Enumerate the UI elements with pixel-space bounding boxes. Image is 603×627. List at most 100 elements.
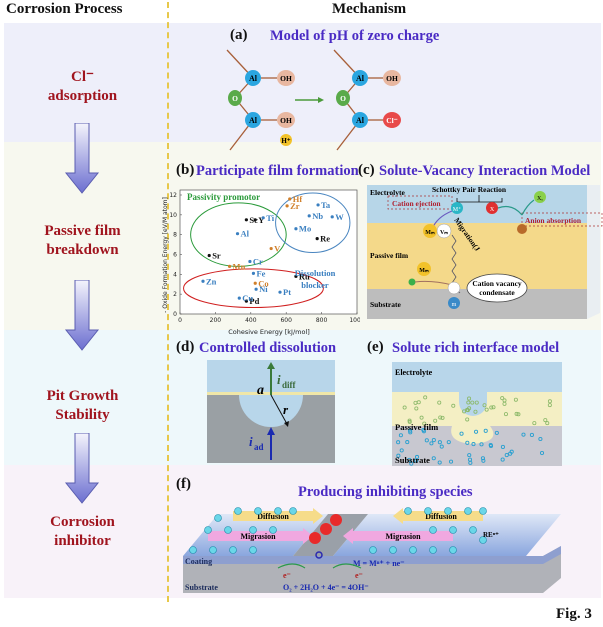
substrate-dot: [396, 453, 401, 458]
data-point-w: [330, 215, 334, 219]
panel-d-label: (d): [176, 339, 195, 355]
x-tick-label: 0: [178, 317, 182, 324]
data-label-mn: Mn: [233, 261, 246, 271]
substrate-dot: [414, 458, 419, 463]
svg-text:Mₘ: Mₘ: [425, 230, 435, 236]
data-label-w: W: [335, 212, 344, 222]
migration-right-label: Migrasion: [385, 532, 421, 541]
data-point-cu: [237, 296, 241, 300]
solute-dot: [470, 400, 475, 405]
re-ion: [254, 507, 262, 515]
substrate-dot: [448, 459, 454, 464]
re-ion: [479, 536, 487, 544]
data-point-ru: [294, 274, 298, 278]
process-step-2-line1: Passive film: [44, 223, 121, 239]
re-ion: [389, 546, 397, 554]
figure-label: Fig. 3: [556, 606, 592, 622]
data-label-hf: Hf: [293, 194, 303, 204]
process-step-4-line1: Corrosion: [50, 514, 115, 530]
svg-text:e⁻: e⁻: [355, 571, 363, 580]
re-ion: [444, 507, 452, 515]
process-step-1: Cl⁻ adsorption: [0, 68, 165, 106]
re-ion: [189, 546, 197, 554]
substrate-dot: [459, 431, 464, 436]
data-label-ti: Ti: [266, 213, 275, 223]
svg-text:OH: OH: [280, 74, 292, 83]
solute-dot: [513, 397, 518, 402]
svg-text:OH: OH: [280, 116, 292, 125]
panel-a-label: (a): [230, 27, 248, 43]
panel-e-title: Solute rich interface model: [392, 340, 560, 356]
substrate-dot: [446, 440, 451, 445]
divider-line: [167, 2, 169, 602]
x-tick-label: 800: [316, 317, 328, 324]
re-ion: [269, 526, 277, 534]
y-tick-label: 12: [169, 192, 177, 199]
svg-text:Al: Al: [249, 116, 258, 125]
svg-text:a: a: [257, 383, 264, 398]
data-label-zr: Zr: [290, 201, 300, 211]
low-energy-ellipse: [183, 268, 324, 309]
solute-dot: [514, 411, 519, 416]
data-point-ta: [316, 203, 320, 207]
substrate-dot: [407, 457, 412, 463]
atom-o: O: [336, 90, 350, 106]
re-ion: [429, 546, 437, 554]
svg-text:i: i: [249, 434, 253, 449]
re-ion: [209, 546, 217, 554]
dissolution-blocker-ellipse: [275, 192, 351, 254]
re-ion: [249, 526, 257, 534]
svg-text:Anion absorption: Anion absorption: [525, 216, 582, 225]
svg-text:e⁻: e⁻: [283, 571, 291, 580]
substrate-dot: [481, 458, 486, 463]
svg-text:Cation vacancy: Cation vacancy: [472, 279, 522, 288]
solute-dot: [402, 405, 407, 410]
solute-dot: [414, 406, 419, 411]
atom-oh: OH: [383, 70, 401, 86]
inhibitor-diagram: Diffusion Diffusion Migrasion Migrasion …: [183, 507, 561, 593]
data-point-zn: [201, 279, 205, 283]
solute-dot: [433, 418, 438, 423]
substrate-dot: [504, 453, 509, 458]
svg-text:condensate: condensate: [479, 288, 515, 297]
panel-b-label: (b): [176, 162, 195, 178]
solute-dot: [491, 405, 496, 410]
data-label-mo: Mo: [299, 224, 311, 234]
down-arrow-icon: [64, 123, 100, 194]
solute-dot: [466, 400, 471, 405]
data-label-v: V: [274, 244, 281, 254]
substrate-dot: [483, 428, 488, 433]
solute-dot: [440, 415, 445, 420]
substrate-dot: [409, 461, 414, 466]
atom-oh: OH: [277, 112, 295, 128]
data-label-nb: Nb: [312, 211, 323, 221]
migration-left-label: Migrasion: [240, 532, 276, 541]
svg-text:i: i: [277, 372, 281, 387]
substrate-dot: [429, 441, 434, 446]
svg-text:Xₒ: Xₒ: [537, 196, 543, 202]
process-step-2-line2: breakdown: [46, 242, 119, 258]
data-point-mo: [294, 227, 298, 231]
data-point-nb: [307, 214, 311, 218]
x-tick-label: 200: [210, 317, 222, 324]
re-ion: [424, 507, 432, 515]
data-label-al: Al: [241, 229, 250, 239]
x-tick-label: 400: [245, 317, 257, 324]
group-label-blocker: blocker: [301, 280, 329, 290]
svg-text:O: O: [232, 94, 238, 103]
svg-text:diff: diff: [282, 380, 297, 390]
substrate-dot: [468, 460, 473, 465]
re-ion: [469, 526, 477, 534]
solute-dot: [465, 417, 470, 422]
panel-a-title: Model of pH of zero charge: [270, 28, 440, 44]
substrate-dot: [431, 438, 436, 443]
solute-dot: [503, 412, 508, 417]
solute-vacancy-diagram: Electrolyte Schottky Pair Reaction Catio…: [367, 185, 603, 319]
group-label-promotor: Passivity promotor: [187, 192, 260, 202]
svg-text:Al: Al: [356, 116, 365, 125]
process-step-1-line1: Cl⁻: [71, 69, 94, 85]
svg-text:REⁿ⁺: REⁿ⁺: [483, 531, 499, 539]
chart-ylabel: - Oxide Formation Energy [eV/M atom]: [162, 197, 169, 313]
substrate-dot: [538, 436, 543, 442]
